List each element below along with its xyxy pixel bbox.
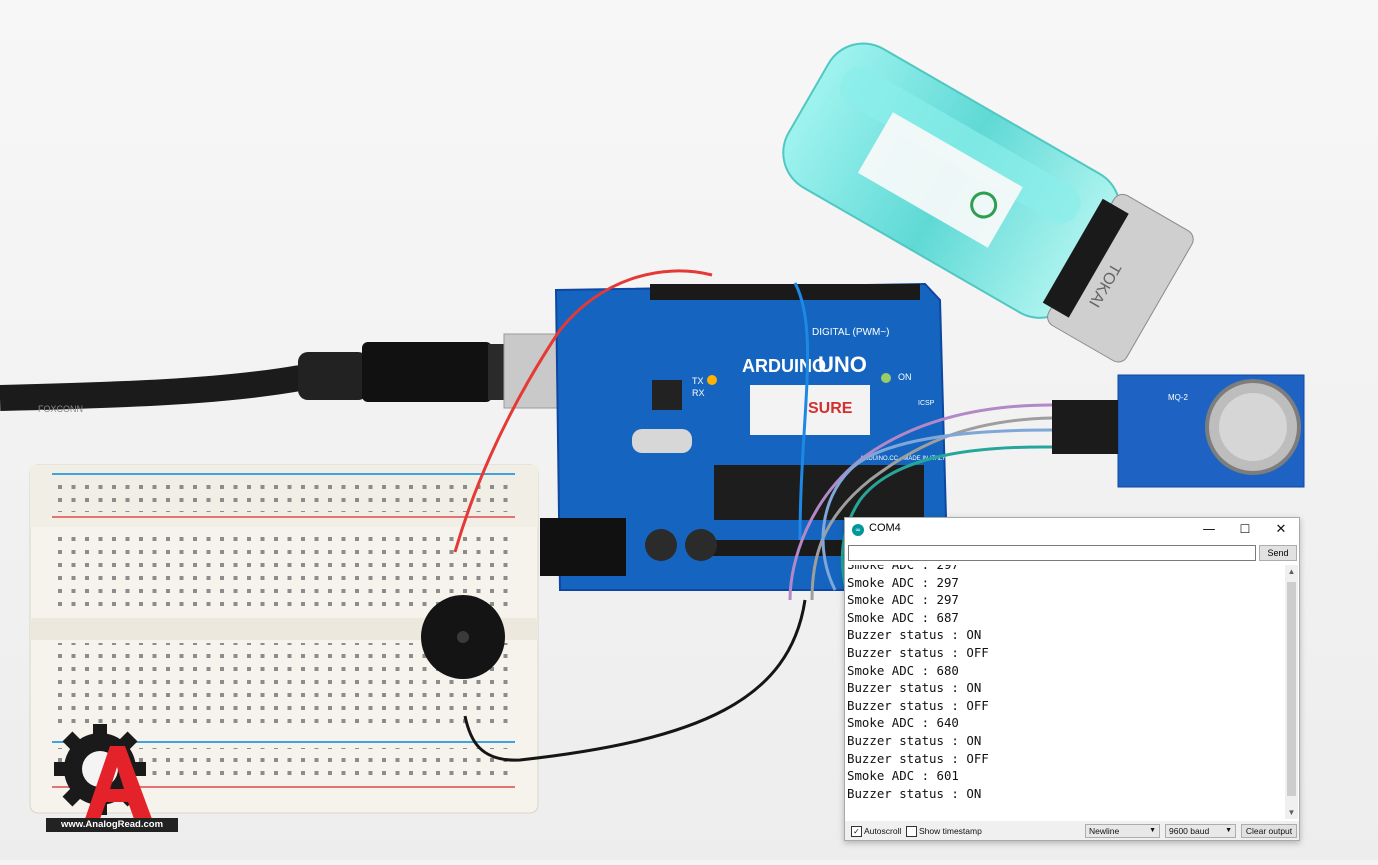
line-ending-value: Newline [1089,826,1120,836]
scroll-down-icon[interactable]: ▼ [1287,808,1296,817]
baud-rate-value: 9600 baud [1169,826,1210,836]
board-on: ON [898,372,912,382]
send-button[interactable]: Send [1259,545,1297,561]
output-line: Buzzer status : OFF [847,750,989,766]
output-line: Buzzer status : OFF [847,697,989,713]
show-timestamp-label: Show timestamp [919,826,982,836]
close-button[interactable]: ✕ [1275,522,1287,537]
output-line: Buzzer status : ON [847,732,982,748]
output-line: Smoke ADC : 687 [847,609,959,625]
board-rx: RX [692,388,705,398]
chevron-down-icon: ▼ [1149,827,1156,834]
board-model: UNO [818,352,867,377]
output-line: Buzzer status : ON [847,680,982,696]
arduino-app-icon: ∞ [852,524,864,536]
output-line: Buzzer status : OFF [847,644,989,660]
title-bar[interactable]: ∞ COM4 — ☐ ✕ [845,518,1299,541]
scroll-up-icon[interactable]: ▲ [1287,567,1296,576]
gear-a-logo-icon [54,723,152,819]
cable-label: FOXCONN [38,404,83,414]
jumper-wires [453,269,1053,762]
board-icsp: ICSP [918,400,935,407]
analogread-logo [30,723,180,834]
board-sticker: SURE [808,400,853,417]
output-line: Smoke ADC : 297 [847,592,959,608]
baud-rate-select[interactable]: 9600 baud ▼ [1165,824,1236,838]
board-digital: DIGITAL (PWM~) [812,327,890,338]
output-line: Smoke ADC : 297 [847,574,959,590]
output-line: Buzzer status : ON [847,785,982,801]
maximize-button[interactable]: ☐ [1239,522,1251,536]
line-ending-select[interactable]: Newline ▼ [1085,824,1160,838]
send-input[interactable] [848,545,1256,561]
board-tx: TX [692,376,704,386]
output-line: Smoke ADC : 640 [847,715,959,731]
autoscroll-checkbox[interactable]: ✓ [851,826,862,837]
show-timestamp-checkbox[interactable] [906,826,917,837]
output-line: Buzzer status : ON [847,627,982,643]
mq2-smoke-sensor: MQ-2 [1052,374,1305,488]
scrollbar-thumb[interactable] [1287,582,1296,796]
vertical-scrollbar[interactable]: ▲ ▼ [1285,565,1298,819]
clear-output-button[interactable]: Clear output [1241,824,1297,838]
output-line: Smoke ADC : 601 [847,768,959,784]
output-line: Smoke ADC : 680 [847,662,959,678]
chevron-down-icon: ▼ [1225,827,1232,834]
arduino-uno-board: ARDUINO UNO DIGITAL (PWM~) TX RX ON ICSP… [540,282,948,591]
autoscroll-label: Autoscroll [864,826,902,836]
sensor-label: MQ-2 [1168,393,1189,402]
site-url: www.AnalogRead.com [46,818,178,832]
lighter: TOKAI [782,42,1194,363]
board-brand: ARDUINO [742,356,826,376]
minimize-button[interactable]: — [1202,522,1216,537]
buzzer [421,595,505,679]
window-title: COM4 [869,522,901,534]
output-line: Smoke ADC : 297 [847,565,989,574]
bottom-toolbar: ✓ Autoscroll Show timestamp Newline ▼ 96… [845,821,1299,840]
